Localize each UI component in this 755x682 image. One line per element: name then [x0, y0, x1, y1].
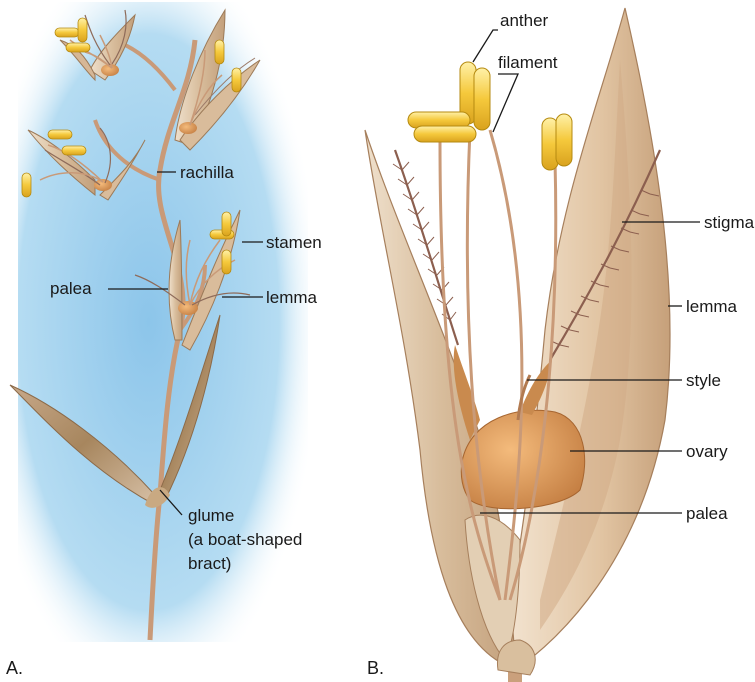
panel-b: anther filament stigma lemma style ovary…	[365, 8, 755, 682]
label-lemma-a: lemma	[266, 288, 318, 307]
anther-left-2	[414, 126, 476, 142]
label-palea-a: palea	[50, 279, 92, 298]
label-glume: glume	[188, 506, 234, 525]
lemma-bract	[500, 8, 670, 670]
leader-filament	[493, 74, 518, 132]
leader-anther	[473, 30, 498, 62]
anthers-b	[408, 62, 572, 170]
anther-right-2	[556, 114, 572, 166]
anther-top-right	[474, 68, 490, 130]
label-glume-desc-2: bract)	[188, 554, 231, 573]
label-lemma-b: lemma	[686, 297, 738, 316]
label-filament: filament	[498, 53, 558, 72]
label-palea-b: palea	[686, 504, 728, 523]
label-glume-desc-1: (a boat-shaped	[188, 530, 302, 549]
panel-a-caption: A.	[6, 658, 23, 678]
label-style: style	[686, 371, 721, 390]
label-stigma: stigma	[704, 213, 755, 232]
label-ovary: ovary	[686, 442, 728, 461]
panel-b-caption: B.	[367, 658, 384, 678]
panel-a: rachilla stamen palea lemma glume (a boa…	[6, 2, 322, 678]
label-rachilla: rachilla	[180, 163, 234, 182]
label-anther: anther	[500, 11, 549, 30]
label-stamen: stamen	[266, 233, 322, 252]
